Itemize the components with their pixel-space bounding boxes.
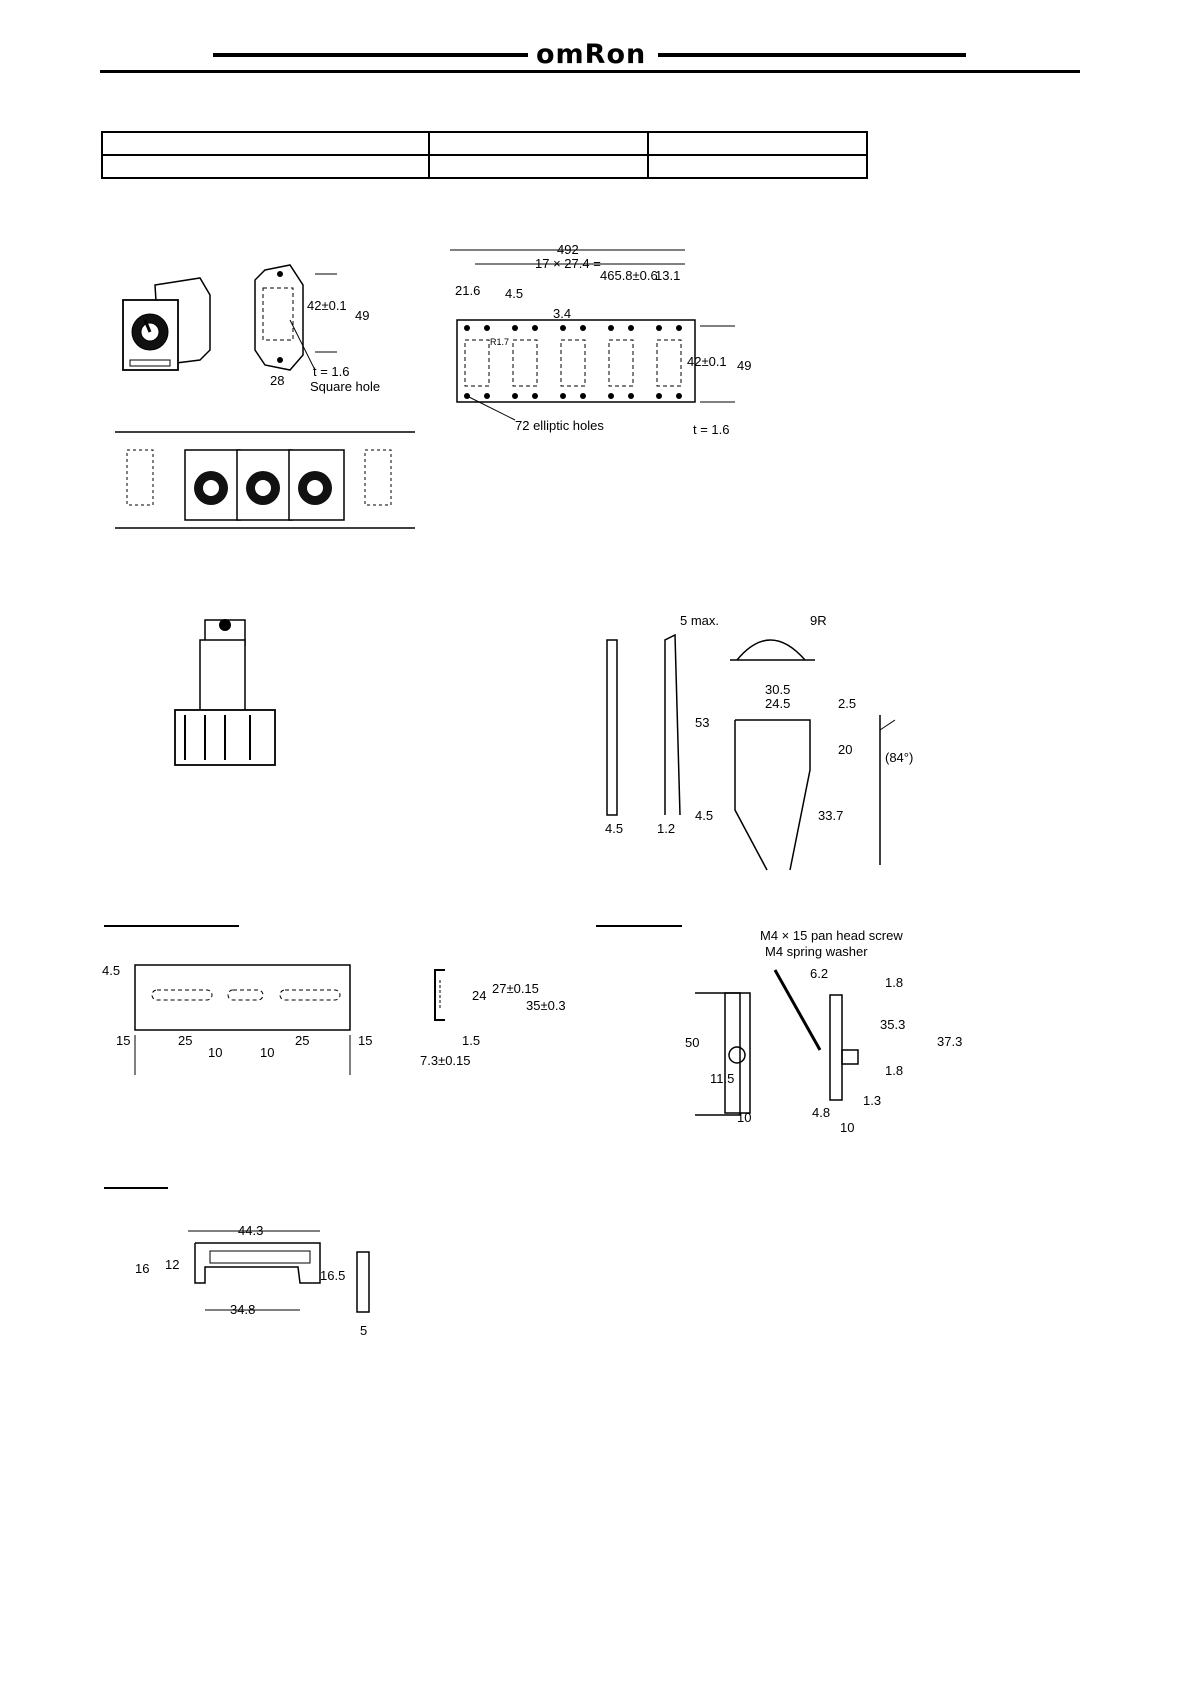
dim-5-max: 5 max. (680, 613, 719, 628)
dim-6-2: 6.2 (810, 966, 828, 981)
din-track-drawing: 4.5 15 25 10 10 25 15 (102, 963, 372, 1075)
dim-5: 5 (360, 1323, 367, 1338)
dim-10b: 10 (840, 1120, 854, 1135)
table-row (101, 154, 868, 179)
dim-4-5b: 4.5 (695, 808, 713, 823)
dim-21-6: 21.6 (455, 283, 480, 298)
table-cell (101, 131, 430, 156)
section-underline-spacer (104, 1187, 168, 1189)
dim-49: 49 (737, 358, 751, 373)
section-underline-din-track (104, 925, 239, 927)
dim-10b: 10 (260, 1045, 274, 1060)
dim-35-3: 35.3 (880, 1017, 905, 1032)
dim-4-5: 4.5 (505, 286, 523, 301)
spec-table (101, 131, 868, 179)
dim-1-5: 1.5 (462, 1033, 480, 1048)
dim-492: 492 (557, 242, 579, 257)
dim-24: 24 (472, 988, 486, 1003)
angle-84: (84°) (885, 750, 913, 765)
hold-clip-drawing: 5 max. 9R 30.5 24.5 2.5 53 20 (84°) 33.7… (605, 613, 913, 871)
table-cell (101, 154, 430, 179)
radius-9r: 9R (810, 613, 827, 628)
table-cell (428, 131, 649, 156)
dim-33-7: 33.7 (818, 808, 843, 823)
dim-27: 27±0.15 (492, 981, 539, 996)
dim-3-4: 3.4 (553, 306, 571, 321)
single-plate-drawing: 42±0.1 49 28 t = 1.6 Square hole (254, 264, 380, 394)
din-track-profile: 24 27±0.15 35±0.3 1.5 7.3±0.15 (420, 969, 566, 1068)
dim-1-3: 1.3 (863, 1093, 881, 1108)
section-underline-end-plate (596, 925, 682, 927)
dim-10a: 10 (737, 1110, 751, 1125)
header-rule-full (100, 70, 1080, 73)
dim-1-8a: 1.8 (885, 975, 903, 990)
dim-4-5a: 4.5 (605, 821, 623, 836)
dim-4-8: 4.8 (812, 1105, 830, 1120)
end-plate-drawing: M4 × 15 pan head screw M4 spring washer … (685, 928, 962, 1135)
dim-10a: 10 (208, 1045, 222, 1060)
thickness: t = 1.6 (313, 364, 350, 379)
dim-16-5: 16.5 (320, 1268, 345, 1283)
dim-15a: 15 (116, 1033, 130, 1048)
dim-15b: 15 (358, 1033, 372, 1048)
thickness: t = 1.6 (693, 422, 730, 437)
dim-34-8: 34.8 (230, 1302, 255, 1317)
dim-53: 53 (695, 715, 709, 730)
dim-35: 35±0.3 (526, 998, 566, 1013)
dim-50: 50 (685, 1035, 699, 1050)
screw-label: M4 × 15 pan head screw (760, 928, 903, 943)
dim-11-5: 11.5 (710, 1071, 734, 1086)
table-cell (647, 154, 868, 179)
dim-42: 42±0.1 (687, 354, 727, 369)
dim-12: 12 (165, 1257, 179, 1272)
dim-7-3: 7.3±0.15 (420, 1053, 471, 1068)
dim-49: 49 (355, 308, 369, 323)
square-hole-label: Square hole (310, 379, 380, 394)
washer-label: M4 spring washer (765, 944, 868, 959)
header-rule-left (213, 53, 528, 57)
dim-25a: 25 (178, 1033, 192, 1048)
table-cell (647, 131, 868, 156)
dim-42: 42±0.1 (307, 298, 347, 313)
multi-plate-drawing: 492 17 × 27.4 = 465.8±0.6 13.1 21.6 4.5 … (450, 242, 751, 437)
dim-37-3: 37.3 (937, 1034, 962, 1049)
dim-28: 28 (270, 373, 284, 388)
timers-on-track-illustration (115, 431, 415, 529)
dim-16: 16 (135, 1261, 149, 1276)
timer-on-plate-illustration (122, 277, 211, 371)
radius-label: R1.7 (490, 337, 509, 347)
dim-2-5: 2.5 (838, 696, 856, 711)
omron-logo: omRon (536, 39, 647, 70)
dim-pitch-total: 465.8±0.6 (600, 268, 658, 283)
dim-4-5: 4.5 (102, 963, 120, 978)
spacer-drawing: 44.3 16 12 16.5 34.8 5 (135, 1223, 370, 1338)
dim-1-2: 1.2 (657, 821, 675, 836)
dim-25b: 25 (295, 1033, 309, 1048)
dim-44-3: 44.3 (238, 1223, 263, 1238)
elliptic-holes-label: 72 elliptic holes (515, 418, 604, 433)
relay-socket-illustration (174, 619, 276, 766)
dim-20: 20 (838, 742, 852, 757)
dim-24-5: 24.5 (765, 696, 790, 711)
header-rule-right (658, 53, 966, 57)
dim-13-1: 13.1 (655, 268, 680, 283)
dim-30-5: 30.5 (765, 682, 790, 697)
table-row (101, 131, 868, 156)
dim-1-8b: 1.8 (885, 1063, 903, 1078)
dim-pitch: 17 × 27.4 = (535, 256, 601, 271)
table-cell (428, 154, 649, 179)
